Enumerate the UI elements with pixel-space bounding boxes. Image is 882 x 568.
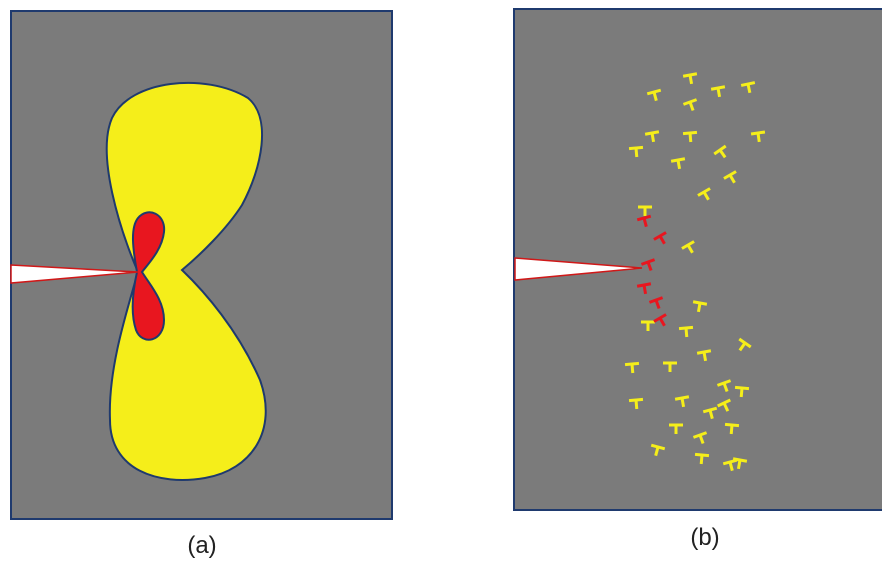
dislocation-icon <box>638 205 652 216</box>
caption-a: (a) <box>187 532 217 559</box>
dislocation-icon <box>713 144 727 159</box>
dislocation-icon <box>702 406 718 420</box>
dislocation-icon <box>716 379 732 392</box>
dislocation-icon <box>682 72 698 85</box>
inner-plastic-zone <box>131 211 166 341</box>
dislocation-icon <box>682 130 698 143</box>
dislocation-icon <box>734 385 750 398</box>
dislocation-icon <box>670 157 686 170</box>
dislocation-icon <box>674 395 690 408</box>
panel-b <box>513 8 882 511</box>
crack-a <box>10 264 139 284</box>
dislocation-icon <box>697 187 711 201</box>
dislocation-icon <box>738 337 752 352</box>
dislocation-icon <box>663 361 677 372</box>
dislocation-icon <box>628 397 644 410</box>
dislocation-icon <box>678 325 694 338</box>
dislocation-icon <box>740 81 756 94</box>
dislocation-icon <box>641 320 655 331</box>
dislocation-icon <box>750 130 766 143</box>
dislocation-group <box>624 72 766 472</box>
dislocation-icon <box>628 145 644 158</box>
dislocation-icon <box>692 431 708 444</box>
near-tip-dislocation-icon <box>636 214 652 228</box>
dislocation-icon <box>723 170 737 184</box>
near-tip-dislocation-icon <box>648 296 664 309</box>
caption-b: (b) <box>690 524 720 551</box>
dislocation-icon <box>669 423 683 434</box>
dislocation-icon <box>694 452 710 465</box>
dislocation-icon <box>646 88 662 102</box>
dislocation-icon <box>710 85 726 98</box>
dislocation-icon <box>732 457 748 470</box>
near-tip-dislocation-icon <box>653 313 667 327</box>
dislocation-icon <box>696 349 712 362</box>
dislocation-icon <box>682 98 698 111</box>
dislocation-icon <box>724 422 740 435</box>
near-tip-dislocation-icon <box>636 282 652 295</box>
outer-plastic-zone <box>105 81 267 481</box>
dislocation-icon <box>644 130 660 143</box>
near-tip-dislocation-icon <box>653 231 667 245</box>
crack-b <box>514 257 643 281</box>
dislocation-icon <box>624 361 640 374</box>
dislocation-icon <box>692 300 708 313</box>
near-tip-dislocation-icon <box>640 258 656 271</box>
dislocation-icon <box>722 458 738 472</box>
dislocation-icon <box>717 398 731 412</box>
dislocation-icon <box>681 240 695 254</box>
dislocation-icon <box>650 443 666 457</box>
